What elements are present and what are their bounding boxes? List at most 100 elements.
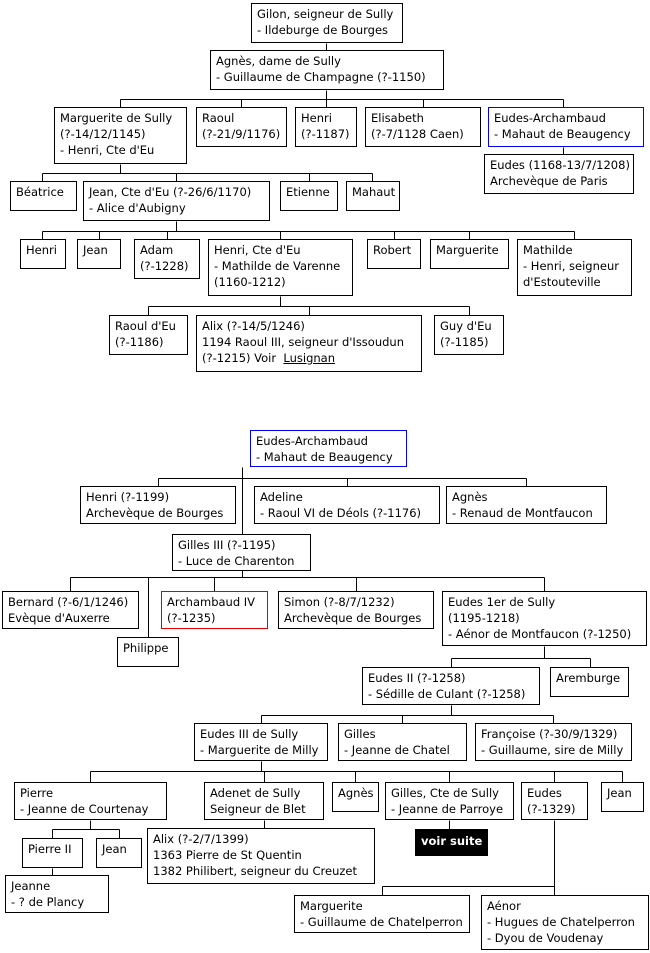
person-gilon-de-sully: Gilon, seigneur de Sully - Ildeburge de …: [251, 3, 403, 43]
person-etienne: Etienne: [280, 181, 338, 211]
text-line: - Raoul VI de Déols (?-1176): [260, 506, 422, 520]
text-line: Robert: [373, 243, 412, 257]
text-line: Gilles: [344, 727, 376, 741]
text-line: 1363 Pierre de St Quentin: [153, 848, 302, 862]
text-line: 1194 Raoul III, seigneur d'Issoudun: [202, 335, 405, 349]
person-eudes-archeveque-de-paris: Eudes (1168-13/7/1208) Archevèque de Par…: [484, 154, 634, 194]
text-line: Adeline: [260, 490, 303, 504]
text-line: Henri: [26, 243, 57, 257]
text-line: Raoul d'Eu: [115, 319, 176, 333]
text-line: Etienne: [286, 185, 330, 199]
text-line: Seigneur de Blet: [210, 802, 306, 816]
text-line: - Luce de Charenton: [178, 554, 295, 568]
text-line: (?-7/1128 Caen): [371, 127, 464, 141]
person-simon: Simon (?-8/7/1232) Archevèque de Bourges: [278, 591, 434, 629]
person-beatrice: Béatrice: [10, 181, 77, 211]
text-line: - Guillaume de Chatelperron: [300, 915, 463, 929]
text-line: Archevèque de Bourges: [86, 506, 224, 520]
text-line: - Sédille de Culant (?-1258): [368, 687, 526, 701]
text-line: Archevèque de Paris: [490, 174, 608, 188]
text-line: Jean: [607, 786, 632, 800]
text-line: Jean, Cte d'Eu (?-26/6/1170): [89, 185, 252, 199]
text-line: Aremburge: [556, 671, 621, 685]
person-jean: Jean: [77, 239, 121, 269]
person-agnes-dame-de-sully: Agnès, dame de Sully - Guillaume de Cham…: [210, 50, 444, 90]
person-marguerite: Marguerite - Guillaume de Chatelperron: [294, 895, 470, 933]
person-raoul-deu: Raoul d'Eu (?-1186): [109, 315, 188, 355]
text-line: Marguerite de Sully: [60, 111, 173, 125]
text-line: - Jeanne de Courtenay: [20, 802, 149, 816]
text-line: (?-1235): [167, 611, 216, 625]
text-line: Simon (?-8/7/1232): [284, 595, 395, 609]
text-line: - Mathilde de Varenne: [214, 259, 341, 273]
text-line: Jean: [102, 842, 127, 856]
text-line: - Guillaume de Champagne (?-1150): [216, 70, 426, 84]
text-line: Agnès, dame de Sully: [216, 54, 341, 68]
text-line: Jean: [83, 243, 108, 257]
text-line: Françoise (?-30/9/1329): [481, 727, 618, 741]
person-gilles-iii: Gilles III (?-1195) - Luce de Charenton: [172, 534, 311, 571]
person-gilles-cte-de-sully: Gilles, Cte de Sully - Jeanne de Parroye: [385, 782, 514, 820]
voir-suite-label: voir suite: [421, 834, 483, 848]
text-line: d'Estouteville: [523, 275, 601, 289]
person-eudes-1er-de-sully: Eudes 1er de Sully (1195-1218) - Aénor d…: [442, 591, 647, 646]
text-line: Agnès: [452, 490, 488, 504]
text-line: Eudes-Archambaud: [256, 434, 368, 448]
text-line: Henri: [301, 111, 332, 125]
text-line: Eudes 1er de Sully: [448, 595, 556, 609]
text-line: (?-1185): [440, 335, 489, 349]
text-line: Marguerite: [436, 243, 499, 257]
text-line: Gilles III (?-1195): [178, 538, 276, 552]
voir-suite-button[interactable]: voir suite: [415, 829, 488, 856]
text-line: Gilon, seigneur de Sully: [257, 7, 394, 21]
text-line: Mathilde: [523, 243, 573, 257]
person-marguerite: Marguerite: [430, 239, 509, 269]
person-bernard: Bernard (?-6/1/1246) Evèque d'Auxerre: [2, 591, 139, 629]
text-line: - Henri, Cte d'Eu: [60, 143, 155, 157]
text-line: Eudes: [527, 786, 562, 800]
person-eudes-iii-de-sully: Eudes III de Sully - Marguerite de Milly: [194, 723, 328, 761]
person-henri: Henri: [20, 239, 66, 269]
person-guy-deu: Guy d'Eu (?-1185): [434, 315, 504, 355]
person-eudes-archambaud: Eudes-Archambaud - Mahaut de Beaugency: [488, 107, 644, 147]
text-line: - Guillaume, sire de Milly: [481, 743, 624, 757]
person-eudes: Eudes (?-1329): [521, 782, 588, 820]
person-aremburge: Aremburge: [550, 667, 629, 697]
person-henri-cte-deu: Henri, Cte d'Eu - Mathilde de Varenne (1…: [208, 239, 353, 296]
text-line: Eudes III de Sully: [200, 727, 299, 741]
text-line: Marguerite: [300, 899, 363, 913]
text-line: Henri (?-1199): [86, 490, 170, 504]
text-line: (?-14/12/1145): [60, 127, 146, 141]
text-line: - Mahaut de Beaugency: [494, 127, 631, 141]
text-line: Elisabeth: [371, 111, 424, 125]
person-eudes-archambaud: Eudes-Archambaud - Mahaut de Beaugency: [250, 430, 407, 467]
text-line: - Mahaut de Beaugency: [256, 450, 393, 464]
person-archambaud-iv: Archambaud IV (?-1235): [161, 591, 268, 629]
text-line: Mahaut: [352, 185, 396, 199]
person-elisabeth: Elisabeth (?-7/1128 Caen): [365, 107, 481, 147]
person-jean: Jean: [601, 782, 644, 812]
text-line: (?-1215) Voir Lusignan: [202, 350, 416, 366]
lusignan-link[interactable]: Lusignan: [283, 351, 336, 365]
person-philippe: Philippe: [117, 637, 179, 667]
text-line: Gilles, Cte de Sully: [391, 786, 499, 800]
text-line: (?-21/9/1176): [202, 127, 281, 141]
text-line: Agnès: [338, 786, 374, 800]
text-line: Alix (?-14/5/1246): [202, 319, 305, 333]
text-line: Jeanne: [11, 879, 51, 893]
text-line: (?-1186): [115, 335, 164, 349]
person-henri-archeveque: Henri (?-1199) Archevèque de Bourges: [80, 486, 236, 524]
person-robert: Robert: [367, 239, 421, 269]
text-line: Pierre: [20, 786, 54, 800]
text-line: Eudes (1168-13/7/1208): [490, 158, 630, 172]
text-line: - Renaud de Montfaucon: [452, 506, 593, 520]
text-line: (1195-1218): [448, 611, 520, 625]
text-line: Eudes-Archambaud: [494, 111, 606, 125]
text-line: - Alice d'Aubigny: [89, 201, 186, 215]
person-jean-cte-deu: Jean, Cte d'Eu (?-26/6/1170) - Alice d'A…: [83, 181, 270, 221]
text-line: - Jeanne de Chatel: [344, 743, 450, 757]
text-line: Adenet de Sully: [210, 786, 301, 800]
text-line: (?-1215) Voir: [202, 351, 277, 365]
text-line: - Dyou de Voudenay: [487, 931, 604, 945]
